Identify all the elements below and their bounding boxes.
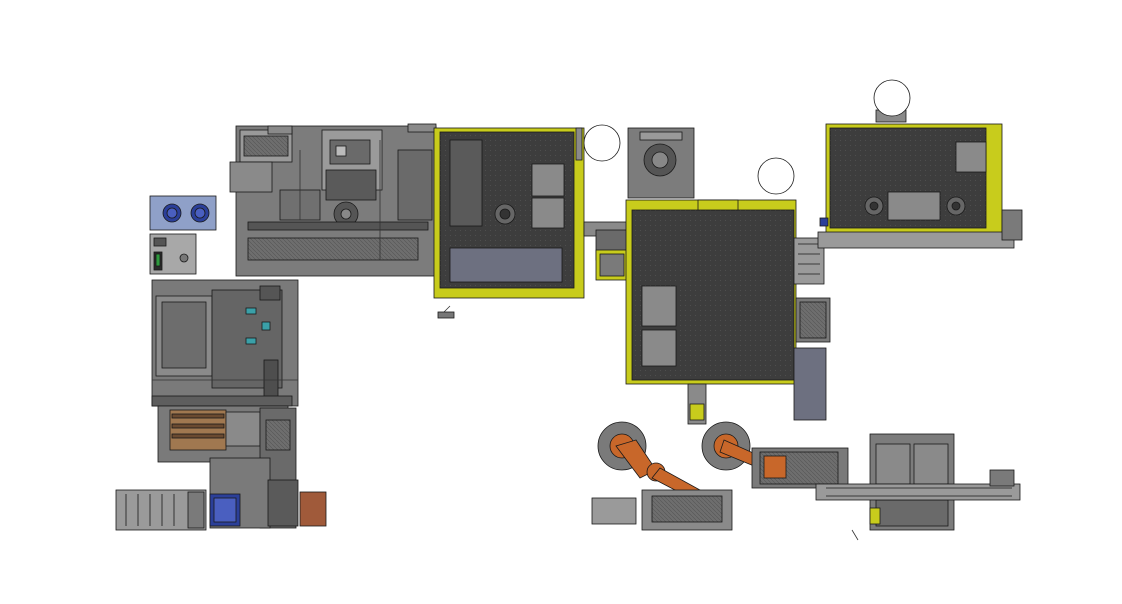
motor-drive bbox=[115, 489, 327, 531]
feeder-control-box bbox=[149, 195, 217, 231]
centre-feeder-unit bbox=[627, 127, 695, 199]
output-station bbox=[815, 433, 1021, 541]
cabin-3-safety-dome bbox=[873, 79, 911, 117]
cabin-1-safety-dome bbox=[583, 124, 621, 162]
transfer-conveyor-1 bbox=[583, 221, 631, 281]
operator-panel bbox=[149, 233, 197, 275]
transfer-conveyor-2 bbox=[793, 237, 831, 421]
cabin-3 bbox=[817, 109, 1023, 249]
robot-cell-1 bbox=[591, 421, 733, 531]
robot-cell-2 bbox=[701, 421, 849, 489]
cabin-1 bbox=[433, 127, 585, 319]
press-module bbox=[151, 279, 299, 407]
cabin-2 bbox=[625, 199, 797, 425]
cabin-2-safety-dome bbox=[757, 157, 795, 195]
upper-assembly-unit bbox=[229, 123, 437, 277]
